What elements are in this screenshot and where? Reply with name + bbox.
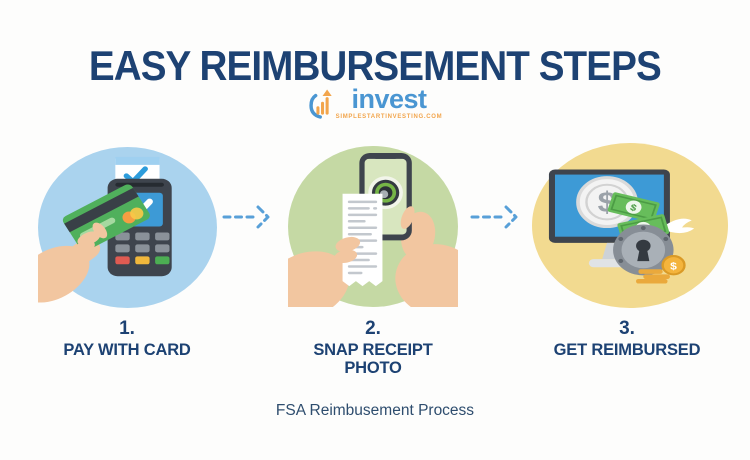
page-title: EASY REIMBURSEMENT STEPS xyxy=(0,42,750,90)
logo-tagline: SIMPLESTARTINVESTING.COM xyxy=(335,114,443,120)
invest-logo: invest SIMPLESTARTINVESTING.COM xyxy=(0,86,750,120)
logo-wordmark: invest xyxy=(351,84,427,114)
hand-fingers xyxy=(74,222,108,255)
dollar-glyph: $ xyxy=(629,203,639,214)
step-2-label: 2. SNAP RECEIPT PHOTO xyxy=(298,318,448,378)
step-1-number: 1. xyxy=(119,318,135,339)
paper-receipt xyxy=(342,193,383,287)
step-2-caption: SNAP RECEIPT PHOTO xyxy=(313,340,433,378)
dollar-bill-1: $ xyxy=(607,192,660,223)
left-hand-arm xyxy=(288,251,350,307)
step-3-number: 3. xyxy=(619,318,635,339)
money-wing xyxy=(660,218,695,234)
arrow-right-icon xyxy=(222,205,270,229)
step-2-number: 2. xyxy=(365,318,381,339)
step-1-caption: PAY WITH CARD xyxy=(63,340,191,359)
footer-caption: FSA Reimbusement Process xyxy=(275,402,475,419)
left-fingers xyxy=(334,236,361,264)
arrow-right-icon xyxy=(470,205,518,229)
invest-logo-icon xyxy=(308,89,332,119)
gold-coin: $ xyxy=(661,255,686,276)
page-title-text: EASY REIMBURSEMENT STEPS xyxy=(89,42,662,89)
step-3-label: 3. GET REIMBURSED xyxy=(527,318,727,359)
card-payment-terminal-icon xyxy=(38,147,217,308)
right-thumb xyxy=(400,206,415,229)
logo-bars xyxy=(316,89,332,115)
step-1-label: 1. PAY WITH CARD xyxy=(27,318,227,359)
phone-snapping-receipt-icon xyxy=(288,146,458,307)
logo-swoosh xyxy=(308,93,322,119)
logo-text-block: invest SIMPLESTARTINVESTING.COM xyxy=(335,84,443,121)
step-3-caption: GET REIMBURSED xyxy=(553,340,701,359)
coin-stack xyxy=(636,269,670,284)
logo-up-arrow xyxy=(322,89,332,96)
dollar-glyph: $ xyxy=(670,261,678,272)
computer-money-vault-icon: $ $ $ $ xyxy=(532,143,728,308)
